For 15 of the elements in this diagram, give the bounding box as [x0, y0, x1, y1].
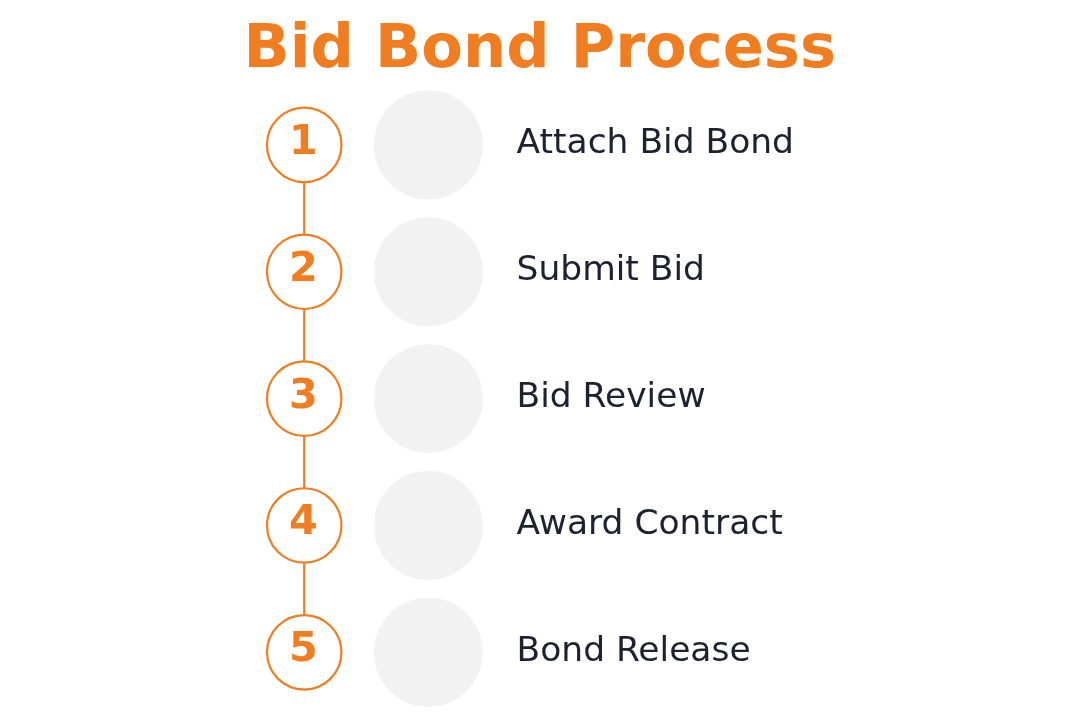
node-label: Bond Release: [516, 628, 751, 669]
node-label: Award Contract: [516, 501, 783, 542]
node-label: Submit Bid: [516, 248, 705, 289]
connector: [303, 435, 306, 488]
node-circle: 1: [265, 106, 343, 184]
node-circle: 2: [265, 233, 343, 311]
node-label: Bid Review: [516, 374, 706, 415]
connector: [303, 182, 306, 235]
node-circle: 5: [265, 614, 343, 691]
connector: [303, 562, 306, 615]
node-circle: 3: [265, 360, 343, 437]
node-circle: 4: [265, 487, 343, 564]
node-label: Attach Bid Bond: [516, 121, 794, 162]
diagram-title: Bid Bond Process: [243, 10, 837, 81]
connector: [303, 309, 306, 361]
